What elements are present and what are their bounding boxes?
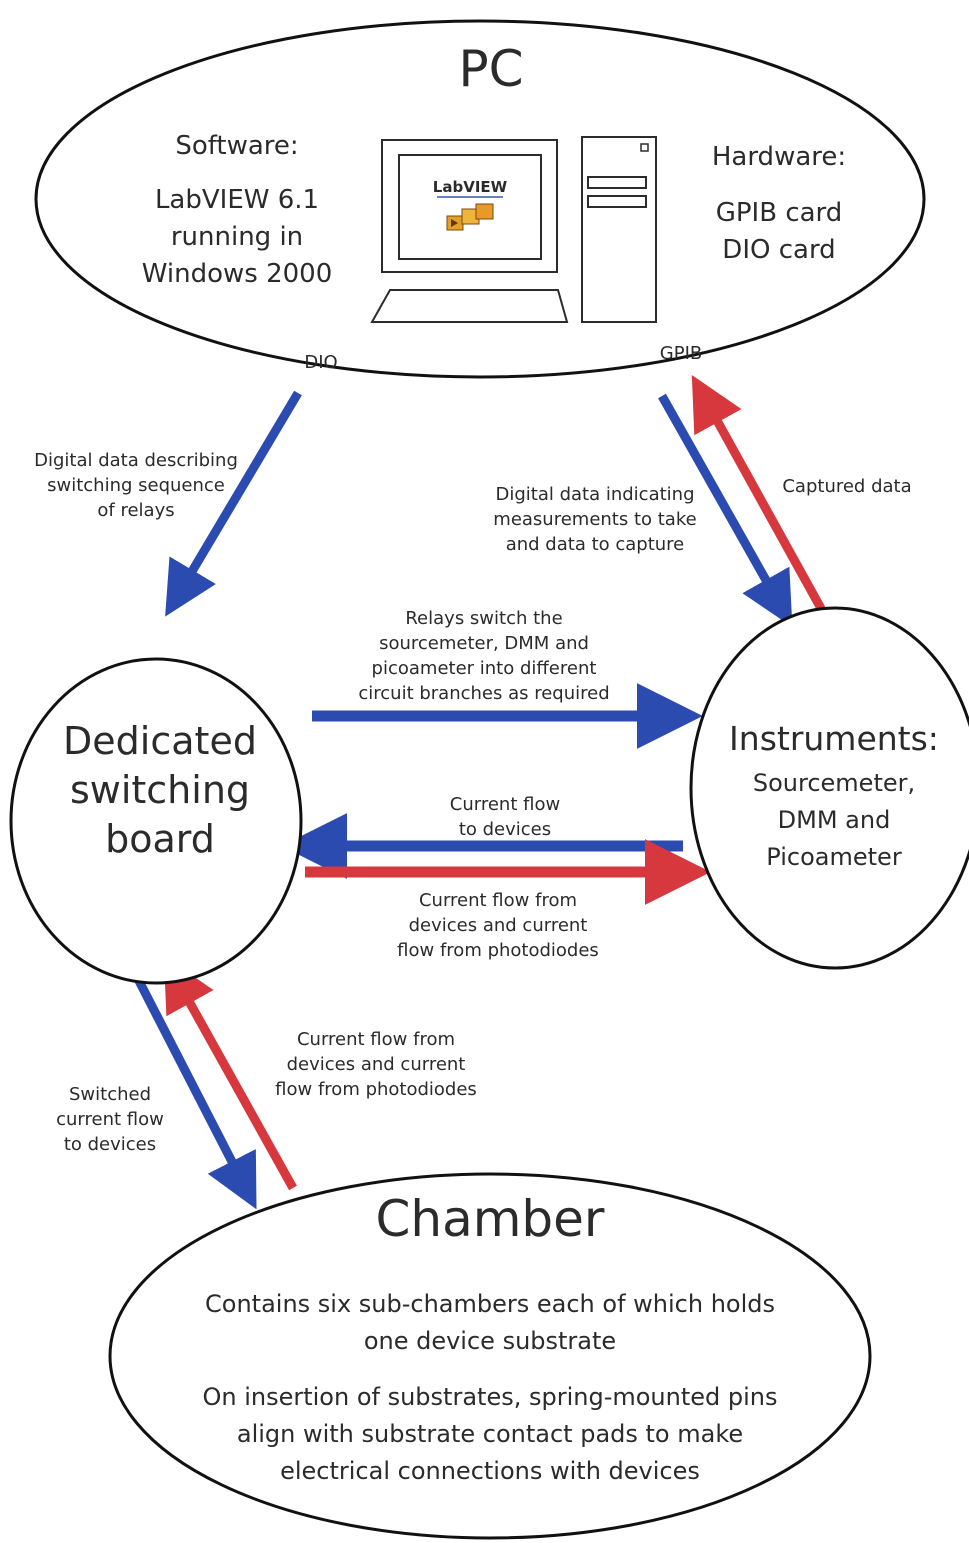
chamber-return-label: devices and current	[287, 1054, 466, 1075]
switched-label: current flow	[56, 1109, 164, 1130]
current-from-label: devices and current	[409, 915, 588, 936]
instruments-line: DMM and	[778, 806, 891, 834]
software-line: running in	[171, 222, 303, 252]
gpib-data-label: and data to capture	[506, 534, 685, 555]
hardware-heading: Hardware:	[712, 142, 846, 172]
chamber-title: Chamber	[375, 1190, 604, 1248]
board-line: board	[105, 817, 215, 861]
hardware-line: DIO card	[722, 235, 835, 265]
gpib-data-label: measurements to take	[493, 509, 696, 530]
chamber-line: one device substrate	[364, 1327, 616, 1355]
captured-data-label: Captured data	[782, 476, 911, 497]
relays-label: sourcemeter, DMM and	[379, 633, 589, 654]
chamber-return-label: Current flow from	[297, 1029, 455, 1050]
hardware-line: GPIB card	[716, 198, 843, 228]
software-heading: Software:	[175, 131, 298, 161]
switched-label: Switched	[69, 1084, 151, 1105]
current-to-label: Current flow	[450, 794, 560, 815]
board-line: Dedicated	[63, 719, 257, 763]
gpib-data-label: Digital data indicating	[495, 484, 694, 505]
dio-data-label: switching sequence	[47, 475, 225, 496]
port-gpib-label: GPIB	[660, 343, 702, 364]
software-line: LabVIEW 6.1	[155, 185, 319, 215]
dio-data-label: Digital data describing	[34, 450, 238, 471]
chamber-return-label: flow from photodiodes	[275, 1079, 477, 1100]
instruments-title: Instruments:	[729, 719, 939, 758]
relays-label: Relays switch the	[405, 608, 562, 629]
relays-label: picoameter into different	[372, 658, 597, 679]
current-from-label: Current flow from	[419, 890, 577, 911]
current-to-label: to devices	[459, 819, 551, 840]
instruments-line: Picoameter	[766, 843, 902, 871]
labview-logo: LabVIEW	[433, 178, 508, 196]
board-line: switching	[70, 768, 250, 812]
instruments-line: Sourcemeter,	[753, 769, 915, 797]
relays-label: circuit branches as required	[358, 683, 609, 704]
port-dio-label: DIO	[304, 352, 337, 373]
chamber-line: Contains six sub-chambers each of which …	[205, 1290, 775, 1318]
switched-label: to devices	[64, 1134, 156, 1155]
dio-data-label: of relays	[97, 500, 174, 521]
chamber-line: electrical connections with devices	[280, 1457, 700, 1485]
pc-title: PC	[458, 40, 523, 98]
chamber-line: On insertion of substrates, spring-mount…	[202, 1383, 777, 1411]
chamber-line: align with substrate contact pads to mak…	[237, 1420, 743, 1448]
current-from-label: flow from photodiodes	[397, 940, 599, 961]
software-line: Windows 2000	[142, 259, 333, 289]
